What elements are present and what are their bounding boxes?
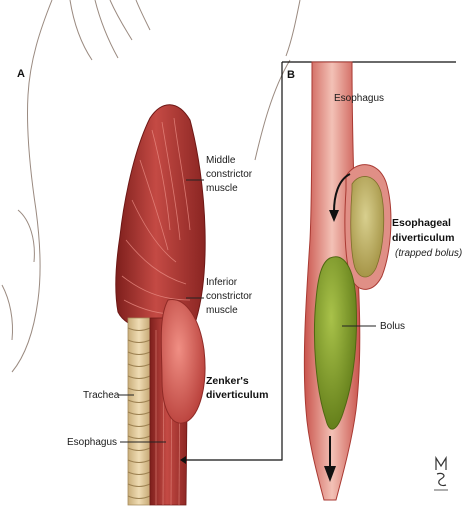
label-trapped-bolus: (trapped bolus) xyxy=(395,248,462,259)
label-esophageal-diverticulum: Esophageal diverticulum xyxy=(392,217,454,244)
pharyngeal-constrictor-muscles xyxy=(116,105,205,334)
label-zenkers-diverticulum: Zenker's diverticulum xyxy=(206,375,268,401)
label-esophagus-b: Esophagus xyxy=(334,93,384,104)
label-trachea: Trachea xyxy=(83,390,120,401)
trachea xyxy=(128,318,150,505)
label-esophagus-a: Esophagus xyxy=(67,437,117,448)
panel-a: A xyxy=(2,0,300,505)
label-middle-constrictor: Middle constrictor muscle xyxy=(206,155,255,194)
label-inferior-constrictor: Inferior constrictor muscle xyxy=(206,277,255,316)
artist-logo xyxy=(434,458,448,490)
panel-a-letter: A xyxy=(17,68,25,80)
label-bolus: Bolus xyxy=(380,321,405,332)
panel-b-letter: B xyxy=(287,69,295,81)
zenkers-pouch xyxy=(161,300,205,424)
